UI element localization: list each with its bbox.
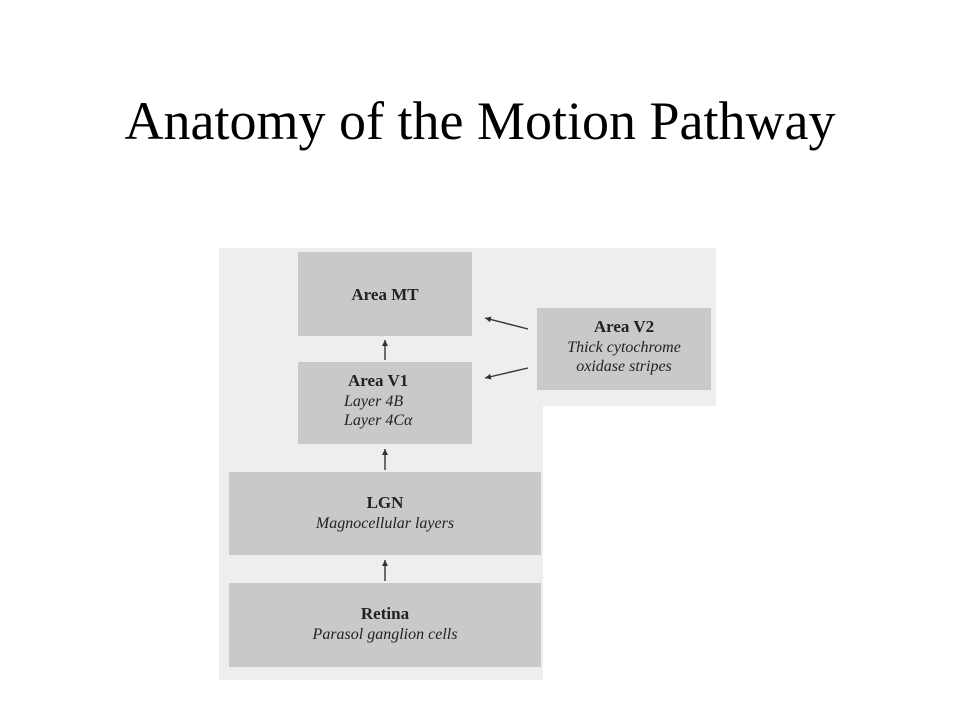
area-v2-box: Area V2 Thick cytochrome oxidase stripes — [537, 308, 711, 390]
motion-pathway-diagram: Area MT Area V1 Layer 4B Layer 4Cα Area … — [219, 248, 716, 680]
lgn-magnocellular-layers: Magnocellular layers — [315, 515, 455, 532]
area-v1-layer-4b: Layer 4B — [344, 393, 404, 410]
lgn-title: LGN — [366, 493, 404, 512]
area-v2-thick-cytochrome: Thick cytochrome — [567, 339, 681, 356]
area-v1-title: Area V1 — [348, 371, 409, 390]
area-v1-box: Area V1 Layer 4B Layer 4Cα — [298, 362, 472, 444]
area-mt-box: Area MT — [298, 252, 472, 336]
lgn-box: LGN Magnocellular layers — [229, 472, 541, 555]
arrow-v2-to-mt — [484, 316, 529, 330]
arrow-v2-to-v1 — [484, 367, 529, 380]
area-mt-title: Area MT — [351, 285, 419, 304]
retina-parasol-ganglion-cells: Parasol ganglion cells — [312, 626, 458, 643]
retina-box: Retina Parasol ganglion cells — [229, 583, 541, 667]
pathway-arrows — [382, 316, 529, 581]
retina-title: Retina — [360, 604, 410, 623]
area-v2-oxidase-stripes: oxidase stripes — [576, 358, 672, 375]
area-v1-layer-4c-alpha: Layer 4Cα — [344, 412, 413, 429]
slide-title: Anatomy of the Motion Pathway — [124, 91, 836, 151]
area-v2-title: Area V2 — [593, 317, 655, 336]
